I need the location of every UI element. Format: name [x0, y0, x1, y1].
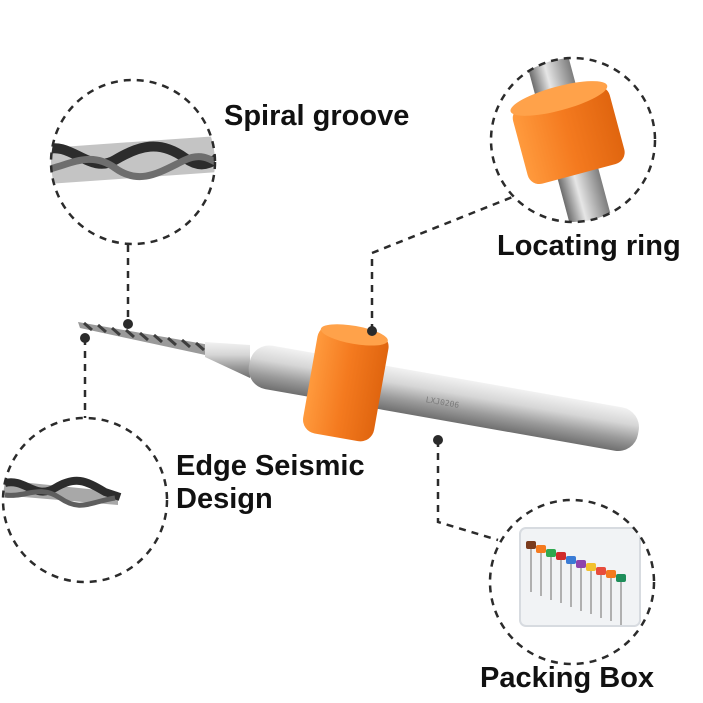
- drill-shank: LXJ0206: [248, 345, 639, 452]
- leader-dots: [80, 319, 443, 445]
- edge-design-label-line1: Edge Seismic: [176, 450, 365, 482]
- drill-bit: LXJ0206: [78, 321, 639, 452]
- locating-ring: [303, 324, 389, 442]
- spiral-groove-label: Spiral groove: [224, 100, 410, 132]
- drill-flute: [78, 321, 210, 356]
- locating-ring-label: Locating ring: [497, 230, 681, 262]
- packing-box-callout: [488, 498, 656, 666]
- leader-box: [436, 440, 499, 542]
- leader-ring: [370, 194, 516, 331]
- spiral-groove-callout: [49, 78, 217, 246]
- edge-design-label: Edge Seismic Design: [176, 450, 365, 517]
- locating-ring-callout: [489, 56, 657, 224]
- leader-lines: [83, 194, 516, 542]
- edge-design-callout: [1, 416, 169, 584]
- drill-taper: [205, 342, 250, 378]
- packing-box-bits: [526, 541, 626, 625]
- packing-box-label: Packing Box: [480, 662, 655, 694]
- edge-design-label-line2: Design: [176, 483, 273, 516]
